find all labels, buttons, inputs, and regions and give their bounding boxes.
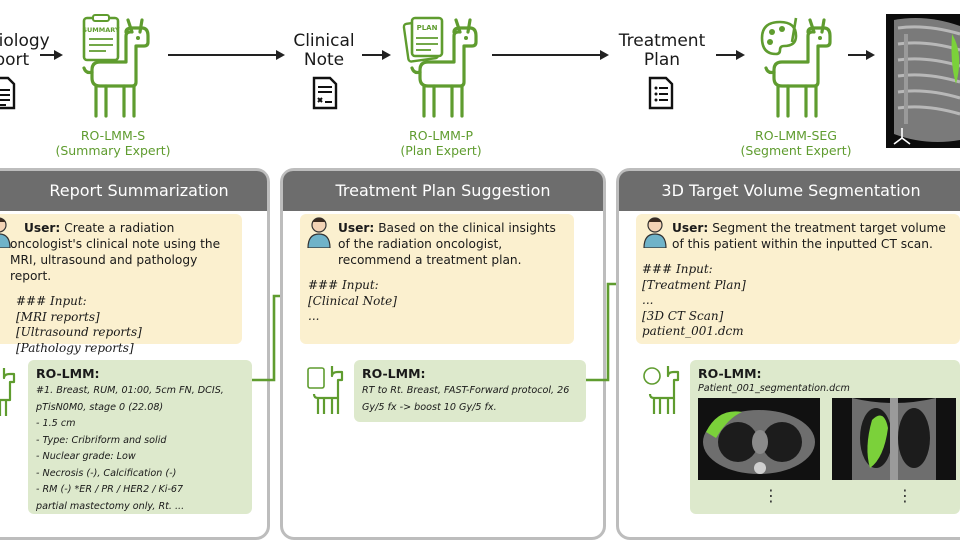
treatment-plan-doc-icon [648, 76, 674, 110]
model-label: RO-LMM: [698, 366, 762, 381]
ct-3d-render-image [886, 14, 960, 148]
model-line: RT to Rt. Breast, FAST-Forward protocol,… [362, 385, 570, 396]
arrow-line [362, 54, 382, 56]
plan-llama-small-icon [307, 366, 344, 414]
input-header: ### Input: [16, 294, 87, 308]
segmentation-file: Patient_001_segmentation.dcm [698, 383, 850, 394]
user-text: Based on the clinical insights of the ra… [338, 221, 556, 267]
plan-expert-llama-icon: PLAN [402, 16, 478, 118]
plan-badge: PLAN [417, 24, 438, 32]
user-prompt-box: User: Segment the treatment target volum… [636, 214, 960, 344]
radiology-report-doc-icon [0, 76, 16, 110]
arrow-head [54, 50, 63, 60]
arrow-head [736, 50, 745, 60]
input-item: [Ultrasound reports] [16, 325, 142, 339]
input-item: [MRI reports] [16, 309, 100, 324]
more-slices-dots: ⋮ [763, 486, 779, 505]
model-line: #1. Breast, RUM, 01:00, 5cm FN, DCIS, [36, 385, 224, 396]
model-line: - Nuclear grade: Low [36, 451, 136, 462]
input-header: ### Input: [308, 278, 379, 292]
model-line: pTisN0M0, stage 0 (22.08) [36, 401, 164, 413]
arrow-head [600, 50, 609, 60]
arrow-line [168, 54, 276, 56]
segment-llama-small-icon [643, 366, 680, 414]
user-prefix: User: [338, 221, 375, 235]
user-text: Segment the treatment target volume of t… [672, 221, 946, 251]
panel-title: Treatment Plan Suggestion [283, 171, 603, 211]
doctor-avatar-icon [643, 217, 667, 248]
plan-expert-name: RO-LMM-P (Plan Expert) [400, 128, 482, 158]
clinical-note-label: Clinical Note [293, 31, 355, 70]
input-item: ... [308, 309, 320, 323]
arrow-line [492, 54, 600, 56]
input-item: [Clinical Note] [308, 293, 397, 308]
model-output-box: RO-LMM: RT to Rt. Breast, FAST-Forward p… [354, 360, 586, 422]
summary-expert-llama-icon: SUMMARY [82, 14, 150, 118]
treatment-plan-label: Treatment Plan [618, 31, 706, 70]
model-output-box: RO-LMM: #1. Breast, RUM, 01:00, 5cm FN, … [28, 360, 252, 514]
doctor-avatar-icon [307, 217, 331, 248]
user-text: Create a radiation oncologist's clinical… [10, 221, 221, 283]
model-label: RO-LMM: [36, 366, 100, 381]
user-prompt-box: User: Based on the clinical insights of … [300, 214, 574, 344]
model-line: - RM (-) *ER / PR / HER2 / Ki-67 [36, 484, 184, 495]
user-prefix: User: [672, 221, 709, 235]
model-line: - 1.5 cm [36, 418, 76, 429]
radiology-report-label: Radiology Report [0, 31, 50, 70]
model-line: - Necrosis (-), Calcification (-) [36, 467, 177, 479]
summary-llama-small-icon [0, 368, 16, 416]
arrow-line [40, 54, 54, 56]
segment-expert-llama-icon [760, 17, 832, 118]
doctor-avatar-icon [0, 217, 11, 248]
more-slices-dots: ⋮ [897, 486, 913, 505]
model-line: Gy/5 fx -> boost 10 Gy/5 fx. [362, 401, 497, 413]
input-item: [Pathology reports] [16, 340, 134, 355]
input-header: ### Input: [642, 262, 713, 276]
model-line: - Type: Cribriform and solid [36, 434, 167, 446]
input-item: patient_001.dcm [642, 324, 744, 338]
arrow-head [382, 50, 391, 60]
ct-axial-slice-image [698, 398, 820, 480]
arrow-line [848, 54, 866, 56]
input-item: [3D CT Scan] [642, 308, 724, 323]
arrow-head [866, 50, 875, 60]
user-prompt-box: User: Create a radiation oncologist's cl… [0, 214, 242, 355]
input-item: ... [642, 293, 654, 307]
panel-title: Report Summarization [0, 171, 267, 211]
model-line: partial mastectomy only, Rt. ... [36, 500, 185, 512]
summary-expert-name: RO-LMM-S (Summary Expert) [55, 128, 171, 158]
user-prefix: User: [24, 221, 61, 235]
summary-badge: SUMMARY [82, 26, 120, 34]
model-label: RO-LMM: [362, 366, 426, 381]
clinical-note-doc-icon [312, 76, 338, 110]
segment-expert-name: RO-LMM-SEG (Segment Expert) [740, 128, 852, 158]
arrow-line [716, 54, 736, 56]
ct-coronal-slice-image [832, 398, 956, 480]
panel-title: 3D Target Volume Segmentation [619, 171, 960, 211]
arrow-head [276, 50, 285, 60]
input-item: [Treatment Plan] [642, 277, 746, 292]
